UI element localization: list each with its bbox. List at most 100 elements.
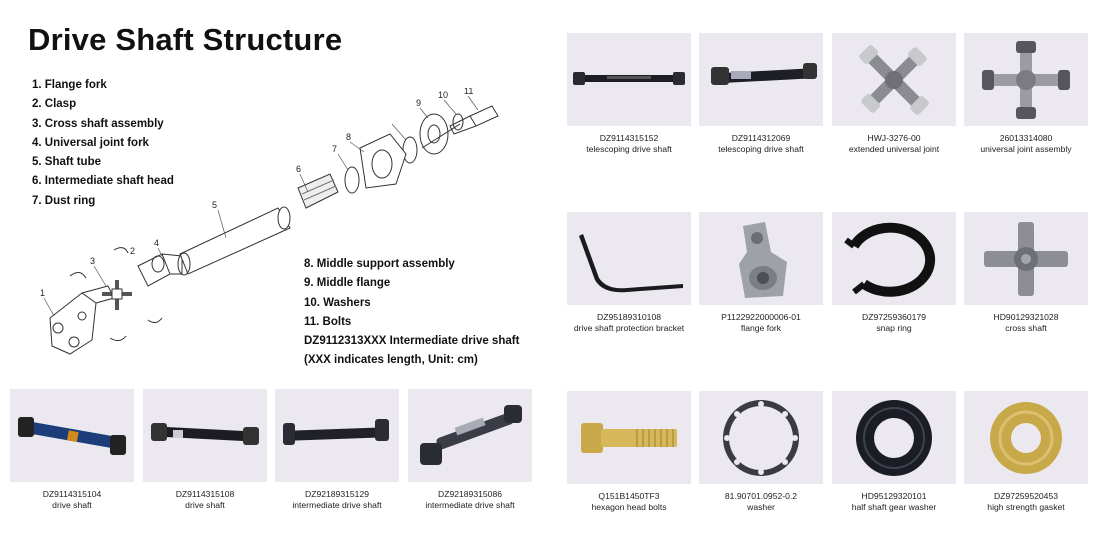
product-name: universal joint assembly bbox=[980, 143, 1072, 154]
intermediate-shaft-angled-icon bbox=[408, 389, 532, 482]
product-name: washer bbox=[747, 501, 775, 512]
legend-item: 3. Cross shaft assembly bbox=[32, 117, 164, 130]
product-name: drive shaft bbox=[52, 499, 92, 510]
telescoping-shaft-icon bbox=[567, 33, 691, 126]
legend-item: 6. Intermediate shaft head bbox=[32, 175, 174, 188]
legend-item: 5. Shaft tube bbox=[32, 156, 102, 169]
legend-item: 9. Middle flange bbox=[304, 277, 391, 290]
universal-joint-assembly-icon bbox=[964, 33, 1088, 126]
product-name: telescoping drive shaft bbox=[718, 143, 804, 154]
flange-fork-icon bbox=[699, 212, 823, 305]
middle-flange-drawing bbox=[419, 113, 461, 155]
legend-item: 2. Clasp bbox=[32, 98, 77, 111]
legend-item: 8. Middle support assembly bbox=[304, 258, 455, 270]
washer-drawing bbox=[452, 113, 464, 131]
dust-ring-drawing bbox=[344, 166, 360, 194]
diagram-label: 4 bbox=[154, 238, 159, 248]
product-name: intermediate drive shaft bbox=[292, 499, 382, 510]
product-code: DZ9114312069 bbox=[731, 133, 791, 143]
parts-legend-right: 8. Middle support assembly 9. Middle fla… bbox=[304, 255, 519, 371]
diagram-label: 9 bbox=[416, 98, 421, 108]
product-code: 26013314080 bbox=[999, 133, 1053, 143]
gasket-washer-icon bbox=[699, 391, 823, 484]
shaft-head-drawing bbox=[297, 173, 339, 209]
page-title: Drive Shaft Structure bbox=[28, 22, 343, 57]
snap-ring-icon bbox=[832, 212, 956, 305]
product-code: DZ95189310108 bbox=[596, 312, 662, 322]
product-name: drive shaft bbox=[185, 499, 225, 510]
universal-joint-cross-icon bbox=[832, 33, 956, 126]
diagram-label: 3 bbox=[90, 256, 95, 266]
hex-bolt-icon bbox=[567, 391, 691, 484]
intermediate-shaft-icon bbox=[275, 389, 399, 482]
product-name: hexagon head bolts bbox=[591, 501, 667, 512]
legend-item: 10. Washers bbox=[304, 296, 371, 309]
legend-item: DZ9112313XXX Intermediate drive shaft bbox=[304, 335, 520, 348]
product-name: flange fork bbox=[740, 322, 782, 333]
protection-bracket-icon bbox=[567, 212, 691, 305]
product-name: snap ring bbox=[876, 322, 912, 333]
gear-washer-icon bbox=[832, 391, 956, 484]
product-name: extended universal joint bbox=[848, 143, 940, 154]
product-code: DZ97259360179 bbox=[861, 312, 927, 322]
cross-shaft-icon bbox=[964, 212, 1088, 305]
product-name: telescoping drive shaft bbox=[586, 143, 672, 154]
product-code: DZ92189315129 bbox=[304, 489, 370, 499]
product-code: DZ97259520453 bbox=[993, 491, 1059, 501]
legend-item: 7. Dust ring bbox=[32, 194, 96, 207]
product-name: drive shaft protection bracket bbox=[573, 322, 685, 333]
product-code: P1122922000006-01 bbox=[721, 312, 801, 322]
middle-support-drawing bbox=[359, 133, 407, 189]
telescoping-shaft-icon bbox=[699, 33, 823, 126]
legend-item: 1. Flange fork bbox=[32, 79, 107, 91]
dust-ring-drawing bbox=[402, 136, 418, 164]
diagram-label: 7 bbox=[332, 144, 337, 154]
legend-item: 4. Universal joint fork bbox=[32, 136, 149, 149]
legend-item: (XXX indicates length, Unit: cm) bbox=[304, 354, 478, 367]
universal-joint-fork-drawing bbox=[137, 253, 183, 287]
diagram-label: 6 bbox=[296, 164, 301, 174]
product-code: HD90129321028 bbox=[993, 312, 1059, 322]
diagram-label: 2 bbox=[130, 246, 135, 256]
product-code: DZ9114315108 bbox=[175, 489, 235, 499]
product-name: high strength gasket bbox=[987, 501, 1065, 512]
product-name: intermediate drive shaft bbox=[425, 499, 515, 510]
diagram-label: 5 bbox=[212, 200, 217, 210]
clasp-drawing bbox=[69, 247, 163, 342]
diagram-label: 8 bbox=[346, 132, 351, 142]
diagram-label: 11 bbox=[464, 88, 473, 96]
diagram-label: 1 bbox=[40, 288, 45, 298]
drive-shaft-black-icon bbox=[143, 389, 267, 482]
legend-item: 11. Bolts bbox=[304, 315, 352, 328]
shaft-tube-drawing bbox=[177, 206, 291, 276]
bolt-drawing bbox=[449, 105, 499, 135]
parts-legend-left: 1. Flange fork 2. Clasp 3. Cross shaft a… bbox=[32, 76, 174, 211]
product-name: half shaft gear washer bbox=[851, 501, 937, 512]
product-code: 81.90701.0952-0.2 bbox=[724, 491, 798, 501]
drive-shaft-blue-icon bbox=[10, 389, 134, 482]
product-code: DZ92189315086 bbox=[437, 489, 503, 499]
exploded-diagram: 1 2 3 4 5 6 7 8 9 10 11 bbox=[40, 88, 499, 355]
product-code: Q151B1450TF3 bbox=[598, 491, 660, 501]
cross-drawing bbox=[102, 280, 132, 310]
product-name: cross shaft bbox=[1005, 322, 1047, 333]
gold-gasket-icon bbox=[964, 391, 1088, 484]
product-code: DZ9114315152 bbox=[599, 133, 659, 143]
diagram-label: 10 bbox=[438, 90, 448, 100]
